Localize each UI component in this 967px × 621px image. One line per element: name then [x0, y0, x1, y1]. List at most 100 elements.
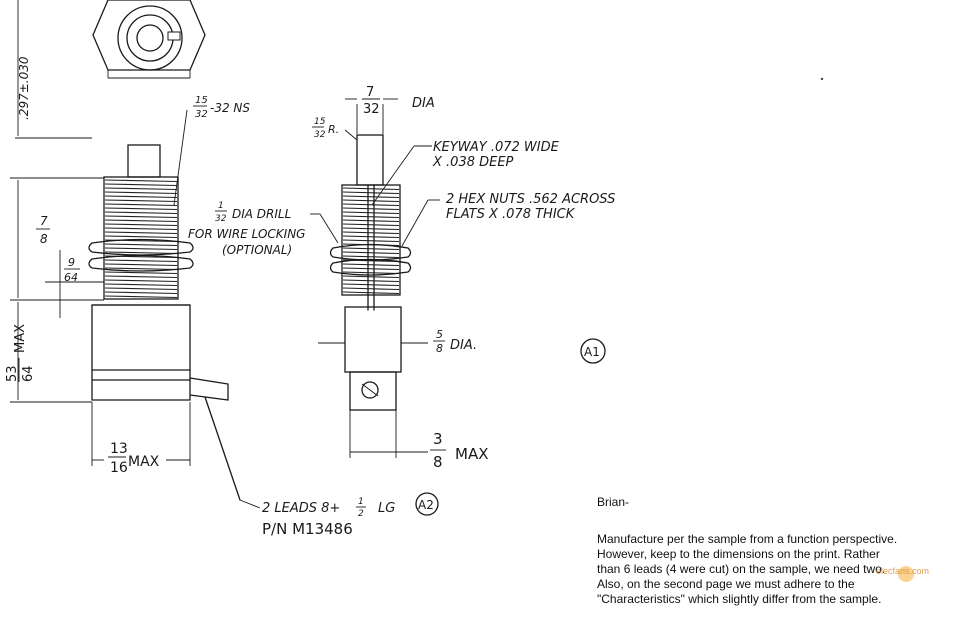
thread-line	[342, 199, 400, 203]
watermark-text: elecfans.com	[876, 566, 930, 576]
optional-label: (OPTIONAL)	[222, 243, 292, 257]
thread-line	[104, 251, 178, 255]
leads-frac-den: 2	[358, 509, 364, 519]
thread-line	[342, 235, 400, 239]
right-sensor-body	[329, 134, 412, 411]
max-3-8-label: MAX	[455, 445, 488, 463]
left-sensor-body	[88, 144, 241, 501]
thread-line	[104, 179, 178, 183]
thread-num: 15	[195, 95, 208, 106]
note-greeting: Brian-	[597, 495, 630, 509]
dia-5-8-suffix: DIA.	[450, 338, 477, 353]
nine-label: 9	[68, 256, 75, 269]
thirteen-label: 13	[110, 441, 128, 457]
thread-line	[342, 239, 400, 243]
thread-line	[104, 243, 178, 247]
thread-line	[104, 283, 178, 287]
thread-line	[104, 275, 178, 279]
thread-line	[104, 187, 178, 191]
wire-locking-label: FOR WIRE LOCKING	[188, 227, 305, 241]
dim-297: .297±.030	[15, 0, 92, 139]
thread-line	[342, 279, 400, 283]
thread-line	[342, 211, 400, 215]
thread-line	[104, 199, 178, 203]
thread-line	[104, 271, 178, 275]
hex-end-view	[92, 0, 206, 79]
callout-a1: A1	[584, 345, 600, 359]
drill-den: 32	[215, 214, 227, 224]
thread-line	[342, 191, 400, 195]
thread-line	[342, 247, 400, 251]
thread-line	[104, 291, 178, 295]
note-line: Manufacture per the sample from a functi…	[597, 532, 898, 546]
dia-5-8-den: 8	[436, 342, 443, 355]
note-line: "Characteristics" which slightly differ …	[597, 592, 882, 606]
thread-line	[104, 247, 178, 251]
hex-line-2: FLATS X .078 THICK	[446, 207, 576, 222]
note-line: However, keep to the dimensions on the p…	[597, 547, 880, 561]
dim-13-16	[91, 402, 191, 466]
thread-line	[342, 215, 400, 219]
drill-num: 1	[218, 201, 224, 211]
note-line: than 6 leads (4 were cut) on the sample,…	[597, 562, 886, 576]
thread-line	[342, 291, 400, 295]
sixty-four-vertical-label: 64	[21, 365, 36, 382]
thread-line	[342, 207, 400, 211]
thread-line	[104, 203, 178, 207]
fifty-three-label: 53	[5, 365, 20, 382]
thread-line	[104, 227, 178, 231]
thread-line	[342, 187, 400, 191]
r-num: 15	[314, 117, 326, 127]
part-number: P/N M13486	[262, 520, 353, 538]
hex-line-1: 2 HEX NUTS .562 ACROSS	[446, 192, 615, 207]
thread-line	[104, 207, 178, 211]
thread-suffix: -32 NS	[210, 101, 250, 115]
thread-line	[104, 195, 178, 199]
dia-5-8-num: 5	[436, 328, 443, 341]
thread-line	[342, 275, 400, 279]
thread-line	[342, 255, 400, 259]
thread-line	[104, 279, 178, 283]
seven-32-den: 32	[363, 102, 380, 117]
thread-line	[104, 183, 178, 187]
r-den: 32	[314, 130, 326, 140]
thread-line	[342, 267, 400, 271]
callout-a2: A2	[418, 498, 434, 512]
leads-frac-num: 1	[358, 497, 364, 507]
thread-line	[104, 191, 178, 195]
max-vertical-label: MAX	[13, 324, 28, 353]
thread-den: 32	[195, 109, 208, 120]
sixty-four-label: 64	[64, 271, 78, 284]
thread-line	[104, 235, 178, 239]
thread-line	[342, 283, 400, 287]
thread-line	[104, 267, 178, 271]
leads-lg-label: LG	[378, 501, 395, 516]
note-line: Also, on the second page we must adhere …	[597, 577, 855, 591]
thread-line	[104, 263, 178, 267]
drill-text: DIA DRILL	[232, 207, 291, 221]
thread-line	[104, 211, 178, 215]
thread-line	[104, 295, 178, 299]
dia-7-32-label: DIA	[412, 96, 435, 111]
thread-line	[342, 231, 400, 235]
thread-line	[342, 287, 400, 291]
thread-line	[104, 287, 178, 291]
thread-line	[104, 259, 178, 263]
leads-label: 2 LEADS 8+	[262, 501, 340, 516]
note-body: Manufacture per the sample from a functi…	[597, 532, 967, 607]
thread-line	[104, 231, 178, 235]
eight-label: 8	[433, 453, 443, 471]
thread-line	[342, 227, 400, 231]
dim-297-label: .297±.030	[17, 56, 31, 120]
keyway-line-2: X .038 DEEP	[432, 155, 514, 170]
seven-32-num: 7	[366, 85, 374, 100]
thread-line	[342, 223, 400, 227]
eighths-label: 8	[40, 232, 48, 246]
seven-label: 7	[40, 214, 48, 228]
thread-line	[342, 263, 400, 267]
thread-line	[342, 195, 400, 199]
thread-line	[104, 223, 178, 227]
thread-line	[342, 219, 400, 223]
thread-line	[342, 271, 400, 275]
